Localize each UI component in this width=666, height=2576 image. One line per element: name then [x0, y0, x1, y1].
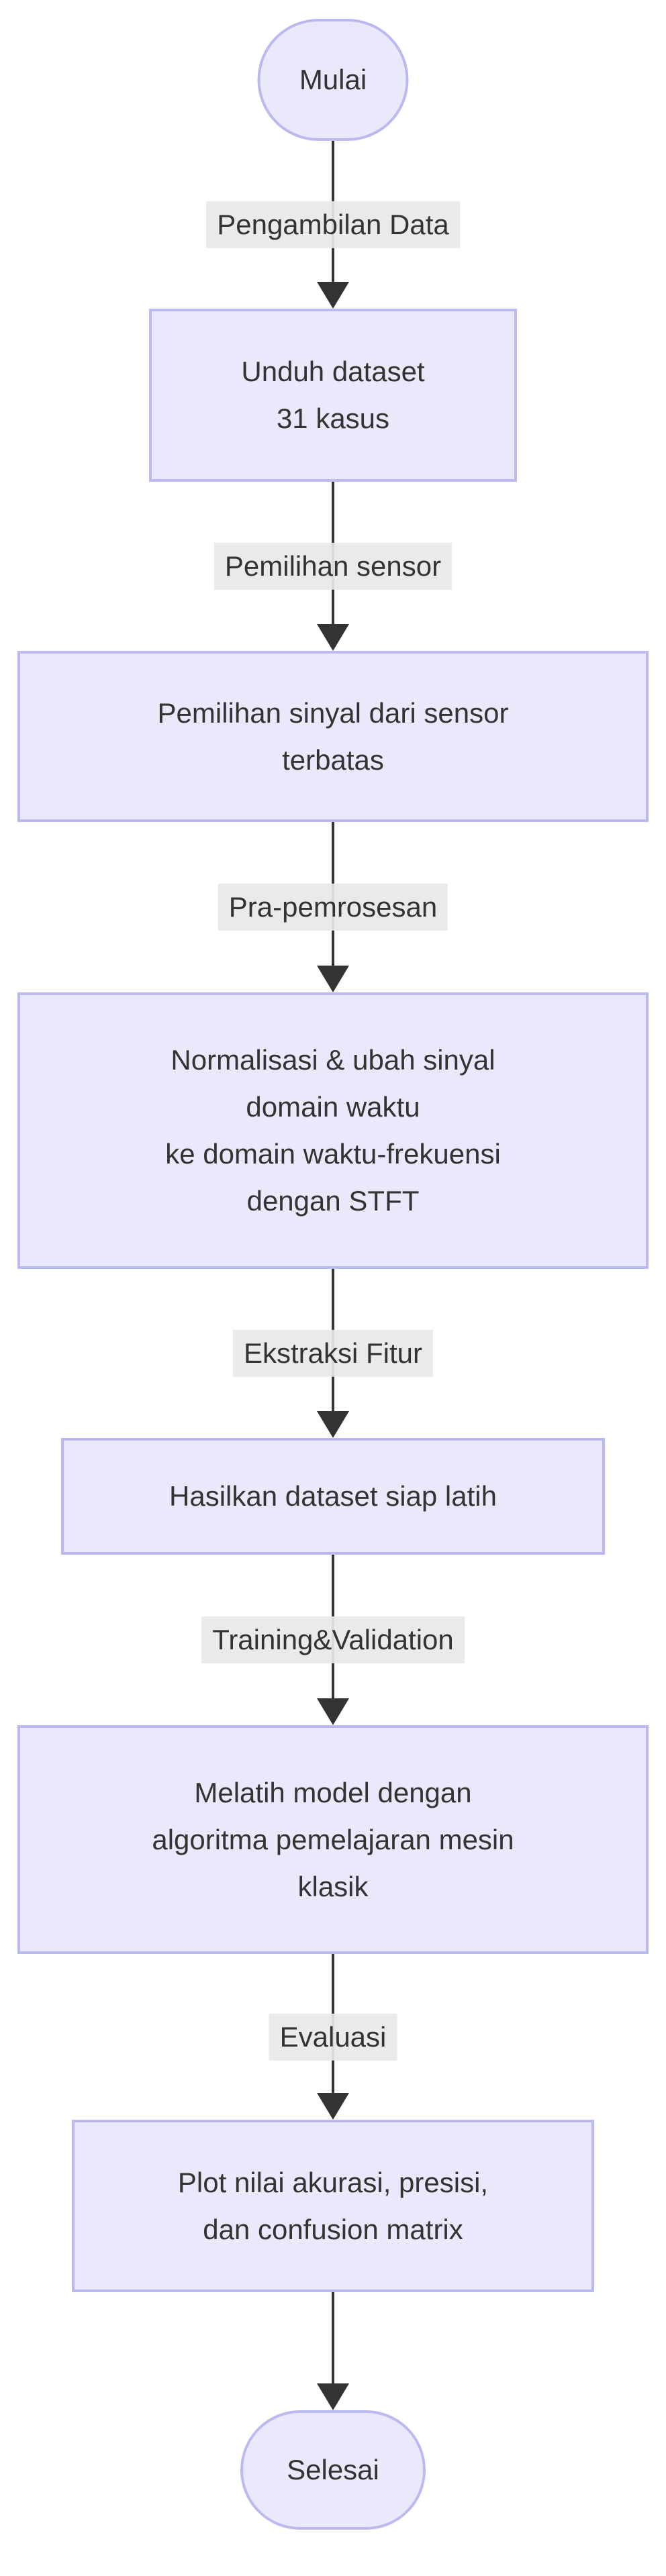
node-text-line: dengan STFT — [246, 1185, 420, 1217]
node-text-line: Unduh dataset — [241, 356, 425, 387]
node-plot-evaluasi: Plot nilai akurasi, presisi, dan confusi… — [72, 2120, 594, 2292]
edge-pra-pemrosesan: Pra-pemrosesan — [218, 822, 448, 992]
edge-to-end — [312, 2292, 354, 2410]
node-start-label: Mulai — [299, 64, 367, 95]
arrow-down-icon — [317, 282, 349, 309]
edge-pemilihan-sensor: Pemilihan sensor — [213, 482, 453, 651]
edge-training-validation: Training&Validation — [201, 1555, 465, 1725]
edge-label-evaluasi: Evaluasi — [269, 2013, 397, 2061]
node-unduh-dataset: Unduh dataset 31 kasus — [149, 309, 517, 482]
node-text-line: ke domain waktu-frekuensi — [165, 1138, 501, 1170]
arrow-down-icon — [317, 2383, 349, 2410]
node-melatih-model: Melatih model dengan algoritma pemelajar… — [17, 1725, 649, 1954]
arrow-down-icon — [317, 966, 349, 992]
node-text-line: Hasilkan dataset siap latih — [169, 1480, 497, 1512]
node-text-line: Melatih model dengan — [194, 1776, 472, 1808]
edge-line — [332, 2292, 334, 2386]
edge-label-pra-pemrosesan: Pra-pemrosesan — [218, 883, 448, 931]
edge-label-pengambilan-data: Pengambilan Data — [206, 201, 460, 249]
arrow-down-icon — [317, 2093, 349, 2120]
edge-label-ekstraksi-fitur: Ekstraksi Fitur — [232, 1329, 434, 1378]
node-end: Selesai — [240, 2410, 426, 2530]
arrow-down-icon — [317, 1698, 349, 1725]
node-end-label: Selesai — [287, 2454, 379, 2485]
edge-label-pemilihan-sensor: Pemilihan sensor — [213, 542, 453, 590]
edge-pengambilan-data: Pengambilan Data — [206, 141, 460, 309]
node-text-line: Plot nilai akurasi, presisi, — [177, 2166, 489, 2198]
node-text-line: dan confusion matrix — [203, 2213, 463, 2245]
edge-evaluasi: Evaluasi — [269, 1954, 397, 2120]
node-text-line: 31 kasus — [276, 403, 390, 434]
arrow-down-icon — [317, 1411, 349, 1438]
edge-label-training-validation: Training&Validation — [201, 1616, 465, 1664]
node-pemilihan-sinyal: Pemilihan sinyal dari sensor terbatas — [17, 651, 649, 822]
node-text-line: Pemilihan sinyal dari sensor — [157, 697, 509, 729]
node-text-line: terbatas — [282, 743, 384, 776]
node-start: Mulai — [257, 19, 409, 141]
node-text-line: Normalisasi & ubah sinyal — [171, 1044, 495, 1076]
node-normalisasi-stft: Normalisasi & ubah sinyal domain waktu k… — [17, 992, 649, 1269]
node-text-line: klasik — [297, 1870, 369, 1902]
node-hasilkan-dataset: Hasilkan dataset siap latih — [61, 1438, 605, 1555]
node-text-line: domain waktu — [246, 1091, 420, 1123]
arrow-down-icon — [317, 624, 349, 651]
node-text-line: algoritma pemelajaran mesin — [152, 1823, 514, 1855]
edge-ekstraksi-fitur: Ekstraksi Fitur — [232, 1269, 434, 1438]
